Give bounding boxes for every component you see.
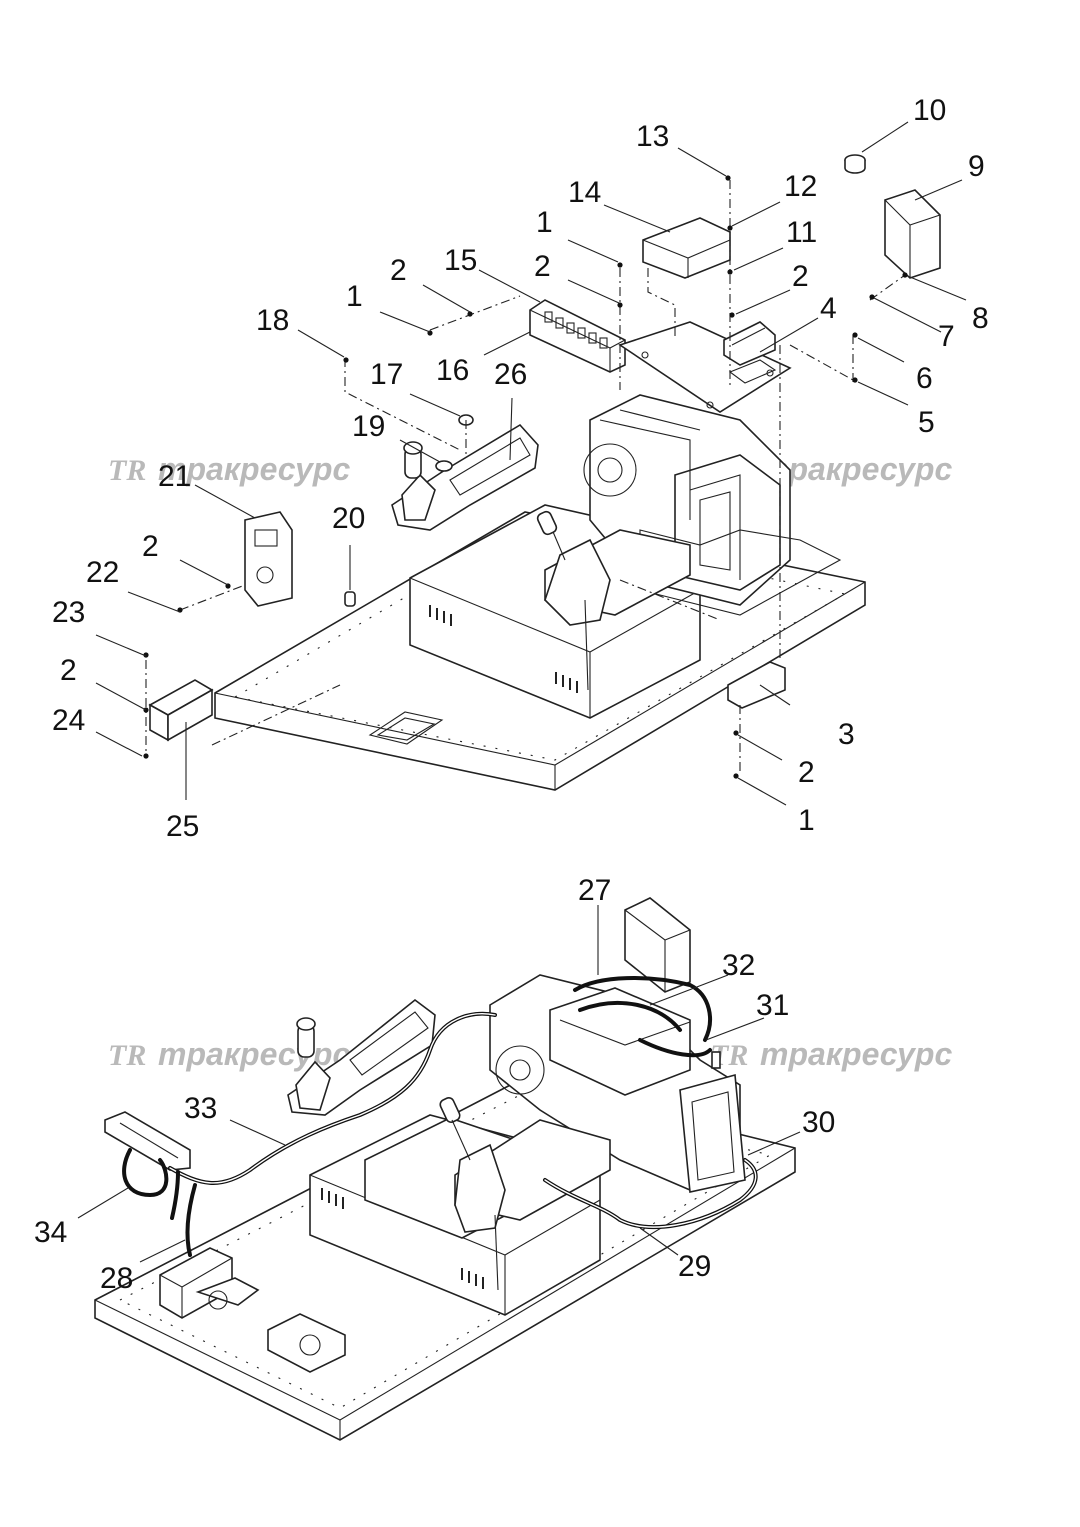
callout-30: 30 bbox=[802, 1106, 835, 1139]
callout-2: 2 bbox=[792, 260, 809, 293]
callout-14: 14 bbox=[568, 176, 601, 209]
callout-24: 24 bbox=[52, 704, 85, 737]
callout-23: 23 bbox=[52, 596, 85, 629]
relay-mounting-plate bbox=[618, 321, 792, 413]
center-console bbox=[536, 510, 691, 691]
callout-19: 19 bbox=[352, 410, 385, 443]
callout-labels: 10 13 9 12 14 11 1 2 15 2 2 4 18 1 8 7 1… bbox=[52, 94, 989, 843]
side-switch-panel bbox=[104, 1111, 191, 1171]
wiring-harness bbox=[122, 976, 758, 1257]
control-box bbox=[884, 189, 941, 279]
callout-6: 6 bbox=[916, 362, 933, 395]
switch-panel bbox=[529, 299, 626, 373]
foot-pedal-right bbox=[267, 1313, 346, 1373]
callout-7: 7 bbox=[938, 320, 955, 353]
watermark-logo: TR bbox=[108, 454, 146, 487]
left-armrest-console bbox=[391, 423, 539, 531]
watermark-upper-left: TR тракресурс bbox=[108, 451, 350, 487]
callout-12: 12 bbox=[784, 170, 817, 203]
callout-13: 13 bbox=[636, 120, 669, 153]
callout-2: 2 bbox=[390, 254, 407, 287]
callout-18: 18 bbox=[256, 304, 289, 337]
leader-lines bbox=[95, 121, 967, 806]
callout-labels: 27 32 31 33 30 34 29 28 bbox=[34, 874, 835, 1295]
callout-32: 32 bbox=[722, 949, 755, 982]
watermark-text: тракресурс bbox=[760, 1036, 952, 1072]
center-console bbox=[439, 1097, 611, 1291]
foot-pedal bbox=[148, 679, 214, 742]
rubber-mount bbox=[844, 154, 866, 174]
watermark-logo: TR bbox=[108, 1039, 146, 1072]
fitting bbox=[344, 591, 356, 607]
callout-9: 9 bbox=[968, 150, 985, 183]
callout-28: 28 bbox=[100, 1262, 133, 1295]
callout-31: 31 bbox=[756, 989, 789, 1022]
hvac-unit bbox=[489, 974, 746, 1193]
callout-22: 22 bbox=[86, 556, 119, 589]
callout-21: 21 bbox=[158, 460, 191, 493]
callout-1: 1 bbox=[346, 280, 363, 313]
callout-1: 1 bbox=[798, 804, 815, 837]
callout-5: 5 bbox=[918, 406, 935, 439]
callout-29: 29 bbox=[678, 1250, 711, 1283]
callout-26: 26 bbox=[494, 358, 527, 391]
mounting-bracket bbox=[727, 661, 786, 709]
callout-2: 2 bbox=[534, 250, 551, 283]
callout-8: 8 bbox=[972, 302, 989, 335]
control-box bbox=[624, 897, 691, 993]
callout-34: 34 bbox=[34, 1216, 67, 1249]
ecu-controller bbox=[642, 217, 731, 279]
callout-2: 2 bbox=[60, 654, 77, 687]
callout-20: 20 bbox=[332, 502, 365, 535]
display-monitor bbox=[244, 511, 293, 607]
watermark-lower-right: TR тракресурс bbox=[710, 1036, 952, 1072]
callout-17: 17 bbox=[370, 358, 403, 391]
lower-assembled-view: 27 32 31 33 30 34 29 28 bbox=[34, 874, 835, 1441]
leader-lines bbox=[77, 905, 801, 1263]
callout-1: 1 bbox=[536, 206, 553, 239]
callout-3: 3 bbox=[838, 718, 855, 751]
watermark-text: тракресурс bbox=[760, 451, 952, 487]
upper-exploded-view: 10 13 9 12 14 11 1 2 15 2 2 4 18 1 8 7 1… bbox=[52, 94, 989, 843]
watermark-text: тракресурс bbox=[158, 451, 350, 487]
callout-2: 2 bbox=[798, 756, 815, 789]
assembly-lines bbox=[145, 180, 906, 775]
callout-4: 4 bbox=[820, 292, 837, 325]
callout-27: 27 bbox=[578, 874, 611, 907]
callout-16: 16 bbox=[436, 354, 469, 387]
callout-25: 25 bbox=[166, 810, 199, 843]
callout-2: 2 bbox=[142, 530, 159, 563]
foot-pedal bbox=[159, 1247, 260, 1319]
fasteners bbox=[143, 175, 908, 779]
callout-33: 33 bbox=[184, 1092, 217, 1125]
callout-15: 15 bbox=[444, 244, 477, 277]
watermark-text: тракресурс bbox=[158, 1036, 350, 1072]
callout-10: 10 bbox=[913, 94, 946, 127]
left-armrest-console bbox=[287, 998, 436, 1116]
callout-11: 11 bbox=[786, 216, 817, 249]
